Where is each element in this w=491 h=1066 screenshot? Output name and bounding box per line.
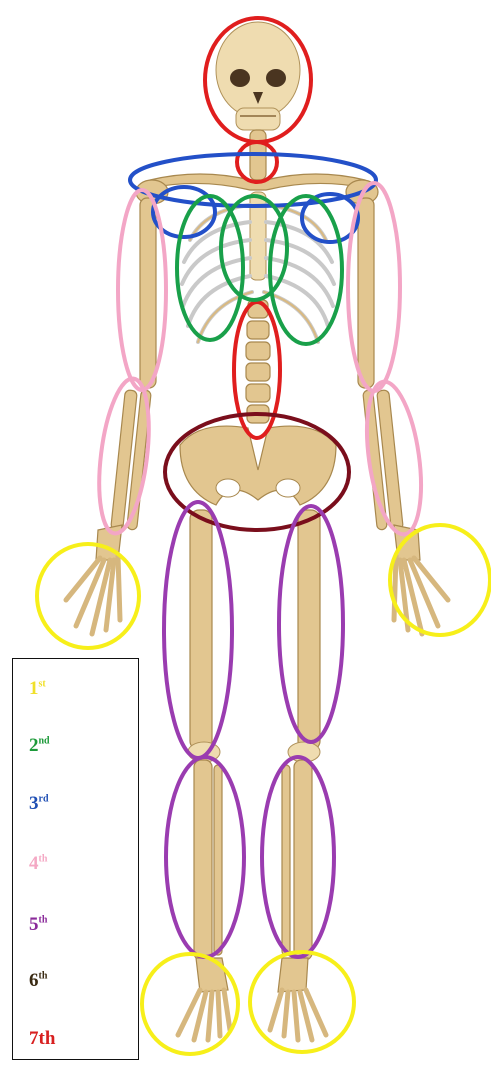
lumbar-spine (246, 300, 270, 423)
legend-number: 5 (29, 914, 39, 935)
legend-suffix: rd (39, 794, 49, 805)
legend-number: 3 (29, 793, 39, 814)
legend-number: 6 (29, 970, 39, 991)
legend-item-7th: 7th (29, 1029, 55, 1048)
legend-suffix: th (39, 854, 48, 865)
legend-suffix: th (39, 971, 48, 982)
ring-right-hand (390, 525, 490, 635)
legend-item-5th: 5th (29, 915, 47, 934)
legend-box: 1st 2nd 3rd 4th 5th 6th 7th (12, 658, 139, 1060)
legend-item-3rd: 3rd (29, 794, 49, 813)
legend-number: 4 (29, 853, 39, 874)
legend-item-4th: 4th (29, 854, 47, 873)
skull (216, 22, 300, 130)
legend-number: 2 (29, 735, 39, 756)
left-arm (66, 180, 168, 634)
legend-suffix: th (39, 915, 48, 926)
legend-number: 1 (29, 678, 39, 699)
legend-suffix: nd (39, 736, 50, 747)
legend-item-6th: 6th (29, 971, 47, 990)
legend-item-1st: 1st (29, 679, 46, 698)
legend-suffix: st (39, 679, 46, 690)
legend-number: 7th (29, 1028, 55, 1049)
left-leg (178, 510, 230, 1040)
legend-item-2nd: 2nd (29, 736, 50, 755)
